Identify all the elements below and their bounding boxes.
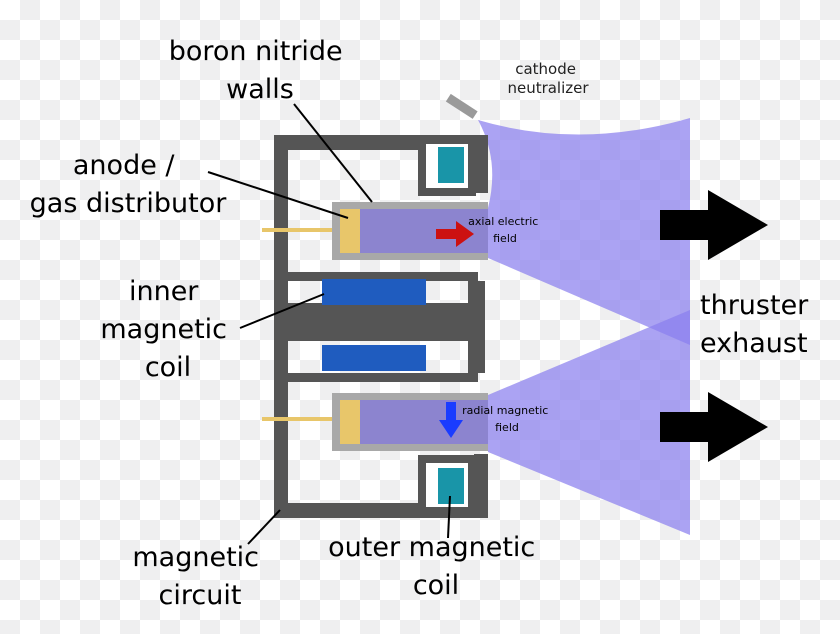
discharge-channel-bottom [332, 393, 488, 451]
leader-magnetic-circuit [247, 509, 281, 545]
label-axial-electric-field: axial electric field [468, 215, 542, 245]
label-anode-gas-distributor: anode / gas distributor [30, 150, 228, 219]
leader-anode [207, 171, 349, 219]
label-radial-magnetic-field: radial magnetic field [462, 404, 552, 434]
anode-bottom [340, 400, 360, 444]
leader-boron-nitride-walls [293, 103, 373, 203]
label-boron-nitride-walls: boron nitride walls [169, 36, 352, 105]
inner-coil-top [322, 279, 426, 305]
cathode-neutralizer [445, 93, 478, 119]
axial-electric-field-arrow [436, 221, 474, 247]
label-outer-magnetic-coil: outer magnetic coil [328, 532, 544, 601]
plasma-channel-bottom [340, 400, 488, 444]
label-inner-magnetic-coil: inner magnetic coil [100, 276, 235, 383]
inner-coil-bottom [322, 345, 426, 371]
label-magnetic-circuit: magnetic circuit [132, 542, 267, 611]
label-cathode-neutralizer: cathode neutralizer [507, 60, 589, 97]
outer-coil-top [438, 147, 464, 183]
exhaust-arrow-bottom [660, 392, 768, 462]
upper-exhaust-plume [478, 118, 690, 345]
radial-magnetic-field-arrow [439, 402, 463, 438]
exhaust-arrow-top [660, 190, 768, 260]
anode-top [340, 209, 360, 253]
outer-coil-bottom [438, 468, 464, 504]
lower-exhaust-plume [488, 310, 690, 535]
leader-outer-coil [447, 495, 451, 539]
label-thruster-exhaust: thruster exhaust [700, 290, 817, 359]
leader-inner-coil [239, 293, 325, 329]
